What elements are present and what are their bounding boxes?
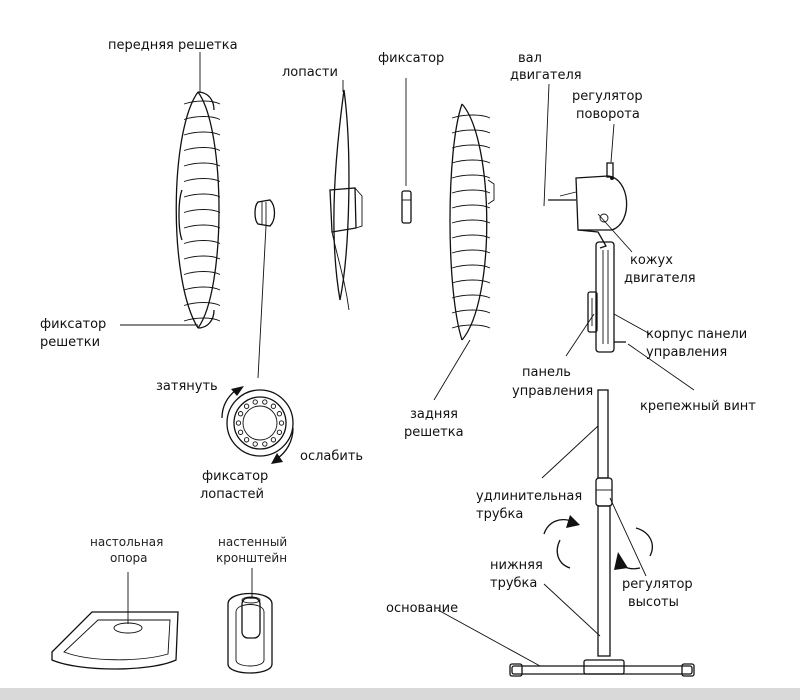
- grille-rib: [183, 147, 221, 151]
- label-tighten: затянуть: [156, 379, 218, 394]
- label-grille-lock-2: решетки: [40, 335, 100, 350]
- table-stand: [51, 572, 179, 670]
- grille-rib: [451, 129, 491, 134]
- grille-rib: [183, 162, 221, 167]
- front-grille: [175, 91, 221, 329]
- grille-rib: [451, 234, 491, 239]
- label-panel-body-2: управления: [646, 345, 727, 360]
- lock-ring-dot: [276, 411, 283, 417]
- lock-ring-dot: [262, 399, 268, 405]
- label-rotation-knob-2: поворота: [576, 107, 640, 122]
- label-wall-bracket: настенный: [218, 535, 287, 549]
- label-control-panel: панель: [522, 365, 571, 380]
- grille-rib: [183, 178, 221, 182]
- lock-ring-dot: [243, 403, 250, 409]
- label-motor-shaft: вал: [518, 51, 542, 66]
- label-rear-grille-2: решетка: [404, 425, 464, 440]
- lock-ring-dot: [278, 420, 285, 426]
- label-rear-grille: задняя: [410, 407, 458, 422]
- lock-ring-dot: [262, 441, 268, 447]
- grille-rib: [451, 279, 491, 284]
- rear-grille: [449, 103, 495, 341]
- grille-rib: [451, 219, 491, 224]
- lock-ring-dot: [237, 411, 244, 417]
- grille-rib: [183, 193, 221, 198]
- grille-rib: [183, 317, 221, 322]
- lock-ring-dot: [243, 437, 250, 443]
- label-wall-bracket-2: кронштейн: [216, 551, 287, 565]
- grille-rib: [183, 286, 221, 291]
- fan-stand: [509, 389, 695, 677]
- label-lower-tube-2: трубка: [490, 576, 537, 591]
- grille-rib: [451, 114, 491, 119]
- label-rotation-knob: регулятор: [572, 89, 643, 104]
- label-table-stand: настольная: [90, 535, 163, 549]
- grille-rib: [183, 209, 221, 213]
- label-grille-lock: фиксатор: [40, 317, 106, 332]
- grille-rib: [451, 174, 491, 179]
- label-extension-tube: удлинительная: [476, 489, 582, 504]
- grille-rib: [451, 204, 491, 209]
- lock-ring-dot: [270, 403, 277, 409]
- lock-ring-dot: [270, 437, 277, 443]
- grille-rib: [451, 159, 491, 164]
- label-motor-housing: кожух: [630, 253, 673, 268]
- blade-lock-nut: [254, 199, 276, 227]
- grille-rib: [451, 249, 491, 254]
- label-motor-shaft-2: двигателя: [510, 68, 582, 83]
- grille-rib: [451, 144, 491, 149]
- grille-rib: [451, 309, 491, 314]
- label-lock: фиксатор: [378, 51, 444, 66]
- grille-rib: [183, 116, 221, 120]
- label-lower-tube: нижняя: [490, 558, 543, 573]
- bottom-strip: [0, 688, 800, 700]
- label-motor-housing-2: двигателя: [624, 271, 696, 286]
- lock-ring-dot: [276, 429, 283, 435]
- grille-rib: [183, 100, 221, 105]
- grille-rib: [183, 224, 221, 229]
- grille-rib: [451, 264, 491, 269]
- label-blade-lock-2: лопастей: [200, 487, 264, 502]
- label-fixing-screw: крепежный винт: [640, 399, 756, 414]
- grille-rib: [183, 255, 221, 260]
- fan-blades: [329, 89, 363, 311]
- label-front-grille: передняя решетка: [108, 38, 238, 53]
- leader-lines: [120, 52, 695, 667]
- label-blade-lock: фиксатор: [202, 469, 268, 484]
- lock-ring-dot: [252, 441, 258, 447]
- label-height-adjuster-2: высоты: [628, 595, 679, 610]
- grille-rib: [183, 240, 221, 244]
- label-height-adjuster: регулятор: [622, 577, 693, 592]
- wall-bracket: [227, 568, 273, 674]
- label-panel-body: корпус панели: [646, 327, 747, 342]
- label-control-panel-2: управления: [512, 384, 593, 399]
- grille-rib: [451, 294, 491, 299]
- label-extension-tube-2: трубка: [476, 507, 523, 522]
- label-base: основание: [386, 601, 458, 616]
- label-table-stand-2: опора: [110, 551, 148, 565]
- label-blades: лопасти: [282, 65, 338, 80]
- grille-rib: [183, 131, 221, 136]
- lock-ring-dot: [252, 399, 258, 405]
- blade-lock-detail: [221, 386, 294, 464]
- grille-rib: [451, 189, 491, 194]
- label-loosen: ослабить: [300, 449, 363, 464]
- grille-rib: [451, 324, 491, 329]
- lock-ring-dot: [235, 420, 242, 426]
- lock-ring-dot: [237, 429, 244, 435]
- grille-rib: [183, 302, 221, 306]
- grille-rib: [183, 271, 221, 275]
- lock-pin: [401, 78, 412, 224]
